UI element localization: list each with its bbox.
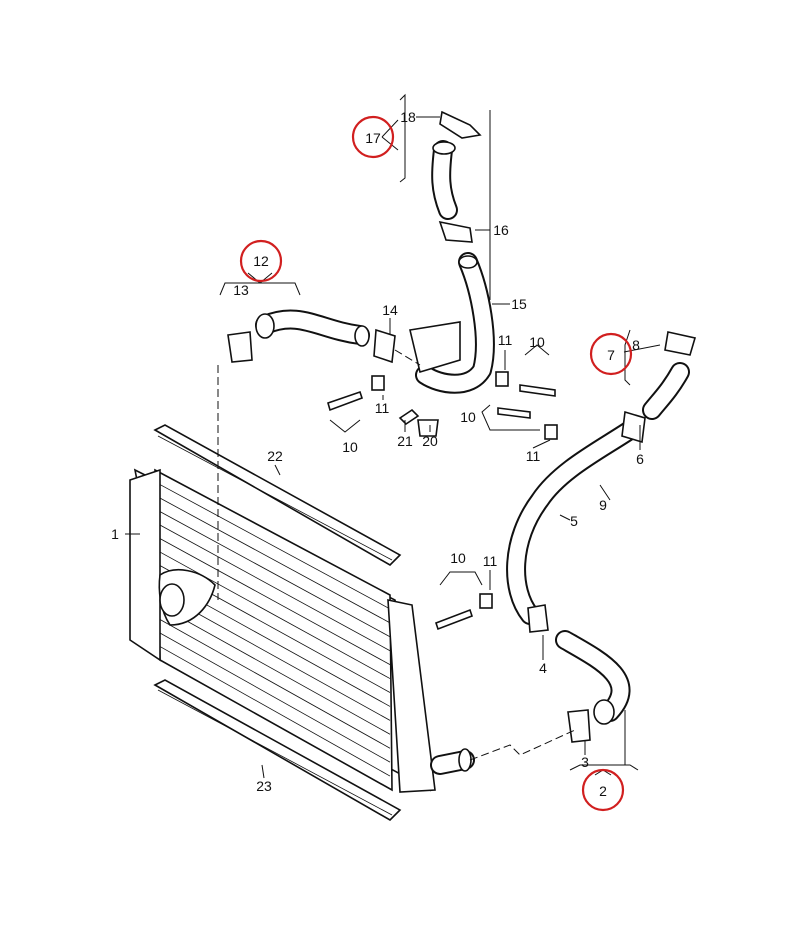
part-labels: 1 2 3 4 5 6 7 8 9 10 10 10 10 11 11 11 1… <box>111 109 644 799</box>
bolts <box>327 371 558 631</box>
pipe-5 <box>506 410 646 633</box>
label-21: 21 <box>397 433 413 449</box>
label-17: 17 <box>365 130 381 146</box>
cooler-fin <box>157 483 391 610</box>
hose-2 <box>555 630 631 743</box>
intercooler <box>129 468 475 793</box>
highlight-2 <box>581 768 625 812</box>
leader-lines <box>125 93 661 779</box>
highlight-circles <box>239 115 633 812</box>
label-23: 23 <box>256 778 272 794</box>
highlight-17 <box>351 115 395 159</box>
label-11: 11 <box>483 553 498 569</box>
label-10: 10 <box>450 550 466 566</box>
cooler-fin <box>159 632 391 763</box>
label-10: 10 <box>529 334 545 350</box>
rail-22 <box>153 424 402 566</box>
label-20: 20 <box>422 433 438 449</box>
label-4: 4 <box>539 660 547 676</box>
hose-7 <box>642 331 697 420</box>
label-12: 12 <box>253 253 269 269</box>
label-13: 13 <box>233 282 249 298</box>
rail-23 <box>153 679 402 821</box>
label-2: 2 <box>599 783 607 799</box>
label-9: 9 <box>599 497 607 513</box>
hose-12 <box>227 309 396 364</box>
highlight-12 <box>239 239 283 283</box>
label-10: 10 <box>342 439 358 455</box>
highlight-7 <box>589 332 633 376</box>
cooler-fin <box>159 618 391 749</box>
label-11: 11 <box>375 400 390 416</box>
label-8: 8 <box>632 337 640 353</box>
label-16: 16 <box>493 222 509 238</box>
cooler-fin <box>158 537 391 665</box>
cooler-fin <box>159 605 391 735</box>
cooler-fin <box>158 523 391 652</box>
label-15: 15 <box>511 296 527 312</box>
cooler-fin <box>158 510 391 638</box>
pipe-15 <box>409 220 495 394</box>
label-10: 10 <box>460 409 476 425</box>
hose-17 <box>431 110 482 220</box>
label-11: 11 <box>498 332 513 348</box>
label-7: 7 <box>607 347 615 363</box>
label-3: 3 <box>581 754 589 770</box>
label-5: 5 <box>570 513 578 529</box>
label-14: 14 <box>382 302 398 318</box>
label-6: 6 <box>636 451 644 467</box>
cooler-fin <box>158 496 391 624</box>
label-18: 18 <box>400 109 416 125</box>
label-22: 22 <box>267 448 283 464</box>
cooler-fin <box>159 646 391 777</box>
label-1: 1 <box>111 526 119 542</box>
label-11: 11 <box>526 448 541 464</box>
